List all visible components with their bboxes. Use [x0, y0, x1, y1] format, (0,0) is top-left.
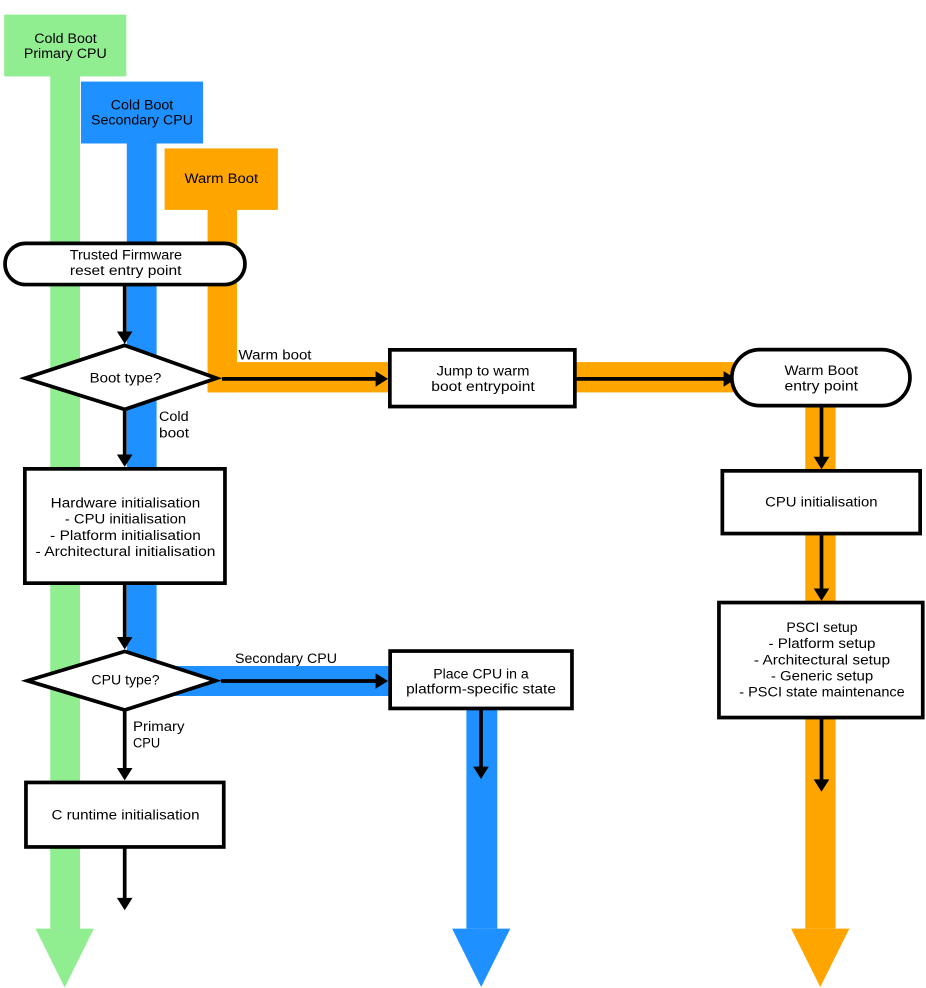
- svg-text:boot: boot: [159, 424, 189, 440]
- svg-text:- CPU initialisation: - CPU initialisation: [65, 511, 186, 527]
- svg-text:CPU type?: CPU type?: [91, 672, 159, 688]
- svg-text:Secondary CPU: Secondary CPU: [235, 650, 337, 666]
- svg-text:- Generic setup: - Generic setup: [771, 668, 873, 684]
- svg-text:entry point: entry point: [785, 377, 859, 393]
- svg-text:Boot type?: Boot type?: [90, 369, 162, 385]
- svg-text:Cold: Cold: [159, 408, 189, 424]
- svg-text:CPU: CPU: [133, 735, 160, 751]
- svg-text:boot entrypoint: boot entrypoint: [431, 378, 535, 394]
- svg-text:- Architectural setup: - Architectural setup: [754, 651, 890, 667]
- svg-text:- Platform setup: - Platform setup: [769, 635, 876, 651]
- svg-text:C runtime initialisation: C runtime initialisation: [52, 807, 200, 823]
- svg-text:Cold Boot: Cold Boot: [111, 96, 174, 112]
- svg-text:Warm boot: Warm boot: [239, 347, 312, 363]
- svg-text:Place CPU in a: Place CPU in a: [433, 665, 529, 681]
- svg-text:Warm Boot: Warm Boot: [785, 362, 859, 378]
- svg-text:Hardware initialisation: Hardware initialisation: [51, 495, 201, 511]
- svg-text:Warm Boot: Warm Boot: [185, 170, 259, 186]
- svg-text:Cold Boot: Cold Boot: [34, 30, 97, 46]
- svg-text:- Architectural initialisation: - Architectural initialisation: [36, 543, 216, 559]
- svg-text:Jump to warm: Jump to warm: [437, 362, 530, 378]
- svg-text:CPU initialisation: CPU initialisation: [765, 494, 877, 510]
- svg-text:platform-specific state: platform-specific state: [406, 681, 556, 697]
- svg-text:reset entry point: reset entry point: [70, 262, 182, 278]
- svg-text:Trusted Firmware: Trusted Firmware: [70, 247, 182, 263]
- svg-text:Primary: Primary: [133, 718, 186, 734]
- svg-text:Primary CPU: Primary CPU: [24, 45, 107, 61]
- svg-text:- PSCI state maintenance: - PSCI state maintenance: [739, 684, 905, 700]
- svg-text:- Platform initialisation: - Platform initialisation: [50, 527, 201, 543]
- svg-text:Secondary CPU: Secondary CPU: [91, 111, 193, 127]
- svg-text:PSCI setup: PSCI setup: [786, 619, 857, 635]
